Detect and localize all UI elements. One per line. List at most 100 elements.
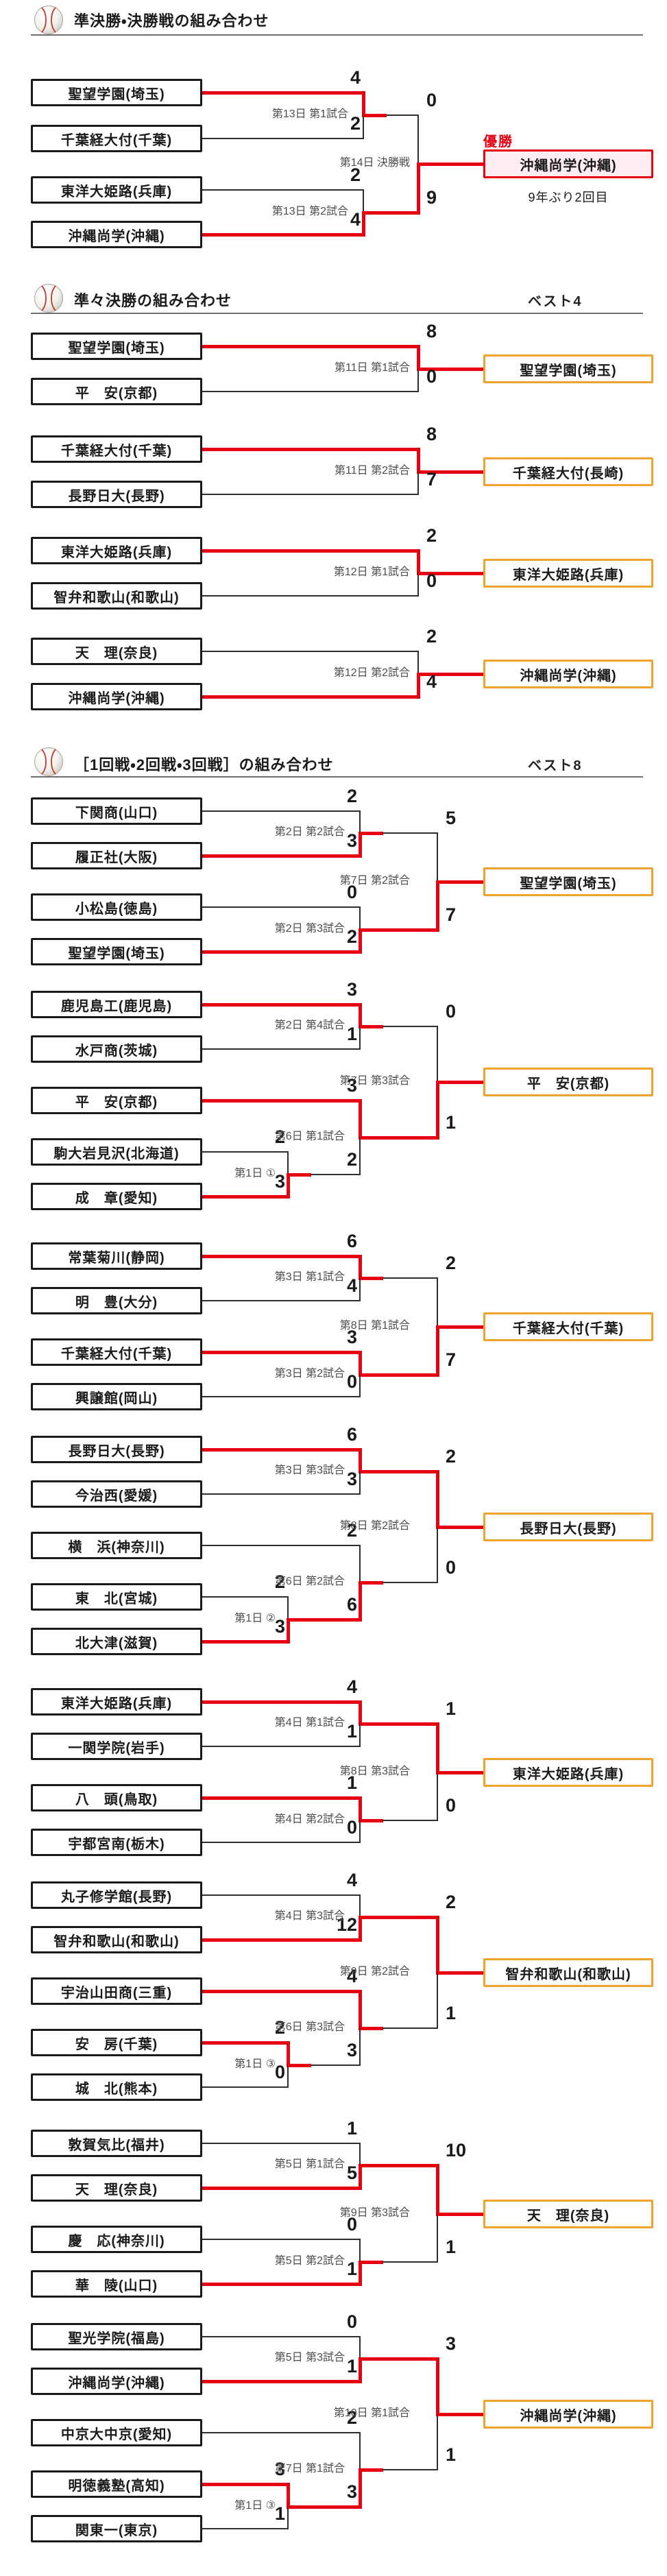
bracket-line <box>202 2379 360 2383</box>
bracket-line <box>437 1770 483 1774</box>
bracket-line <box>418 162 483 166</box>
score: 3 <box>346 979 357 1000</box>
match-label: 第13日 第1試合 <box>271 108 348 120</box>
bracket-line <box>202 595 418 597</box>
score: 6 <box>346 1424 357 1445</box>
team-box: 千葉経大付(千葉) <box>31 125 202 152</box>
bracket-line <box>359 2239 361 2263</box>
bracket-line <box>288 1617 360 1622</box>
bracket-line <box>359 810 361 834</box>
score: 1 <box>346 1772 357 1793</box>
score: 2 <box>274 1572 285 1592</box>
bracket-line <box>202 1254 360 1258</box>
team-box: 千葉経大付(千葉) <box>31 1338 202 1366</box>
bracket-line <box>383 832 437 834</box>
advancing-team-box: 沖縄尚学(沖縄) <box>483 2400 653 2429</box>
score: 2 <box>446 1892 457 1912</box>
score: 2 <box>426 525 437 546</box>
bracket-line <box>202 2239 360 2240</box>
score: 12 <box>336 1914 357 1935</box>
team-box: 沖縄尚学(沖縄) <box>31 221 202 248</box>
bracket-line <box>358 1915 362 1942</box>
bracket-line <box>202 1894 360 1896</box>
bracket-line <box>359 2336 361 2359</box>
bracket-line <box>287 1151 289 1175</box>
match-label: 第5日 第2試合 <box>274 2255 345 2267</box>
match-label: 第9日 第3試合 <box>339 2207 410 2219</box>
bracket-line <box>286 2041 290 2067</box>
bracket-line <box>202 1545 360 1546</box>
bracket-line <box>358 1254 362 1280</box>
score: 0 <box>346 1371 357 1392</box>
bracket-line <box>202 810 360 812</box>
bracket-line <box>418 470 483 474</box>
team-box: 天 理(奈良) <box>31 2174 202 2202</box>
score: 2 <box>446 1446 457 1467</box>
score: 2 <box>274 2017 285 2038</box>
match-label: 第6日 第1試合 <box>274 1131 345 1142</box>
team-box: 東 北(宮城) <box>31 1583 202 1611</box>
match-label: 第3日 第3試合 <box>274 1465 345 1476</box>
score: 1 <box>346 2118 357 2139</box>
bracket-line <box>360 2357 437 2361</box>
bracket-line <box>437 1772 438 1821</box>
bracket-line <box>435 1469 439 1529</box>
advancing-team-box: 平 安(京都) <box>483 1068 653 1096</box>
bracket-line <box>437 1525 483 1529</box>
team-box: 城 北(熊本) <box>31 2073 202 2101</box>
team-box: 宇治山田商(三重) <box>31 1977 202 2005</box>
bracket-line <box>202 189 363 191</box>
score: 4 <box>346 1966 357 1986</box>
score: 7 <box>446 1349 457 1370</box>
bracket-line <box>435 1080 439 1140</box>
bracket-line <box>416 549 420 575</box>
bracket-line <box>202 2432 360 2433</box>
score: 10 <box>446 2140 467 2160</box>
bracket-line <box>287 2065 289 2088</box>
match-label: 第1日 ② <box>234 1613 276 1624</box>
score: 0 <box>426 90 437 110</box>
score: 3 <box>346 830 357 851</box>
bracket-line <box>202 695 418 699</box>
bracket-line <box>358 2357 362 2383</box>
bracket-line <box>202 1639 288 1644</box>
bracket-line <box>360 2468 383 2472</box>
bracket-line <box>358 1989 362 2030</box>
bracket-line <box>202 494 418 495</box>
bracket-line <box>437 2414 438 2470</box>
bracket-line <box>359 1374 361 1397</box>
bracket-line <box>437 1972 438 2029</box>
match-label: 第7日 第2試合 <box>339 875 410 887</box>
bracket-line <box>360 2026 383 2030</box>
score: 2 <box>346 926 357 947</box>
team-box: 北大津(滋賀) <box>31 1628 202 1655</box>
bracket-line <box>383 2261 437 2263</box>
advancing-team-box: 聖望学園(埼玉) <box>483 867 653 896</box>
team-box: 華 陵(山口) <box>31 2270 202 2298</box>
score: 5 <box>346 2163 357 2183</box>
bracket-line <box>359 2143 361 2166</box>
bracket-line <box>383 1277 437 1279</box>
team-box: 聖望学園(埼玉) <box>31 333 202 360</box>
bracket-line <box>202 1842 360 1843</box>
bracket-line <box>359 1137 361 1175</box>
bracket-line <box>359 2027 361 2066</box>
score: 1 <box>346 2356 357 2376</box>
bracket-line <box>418 367 483 371</box>
champion-note: 9年ぶり2回目 <box>528 191 609 204</box>
bracket-line <box>358 928 362 954</box>
score: 2 <box>350 113 361 134</box>
bracket-line <box>202 2482 288 2486</box>
score: 0 <box>346 2311 357 2332</box>
score: 2 <box>274 1127 285 1147</box>
bracket-line <box>417 651 419 675</box>
bracket-line <box>437 1526 438 1583</box>
bracket-line <box>202 1700 360 1704</box>
bracket-line <box>311 1174 360 1175</box>
score: 7 <box>446 904 457 925</box>
best8-label: ベスト8 <box>528 758 583 773</box>
score: 2 <box>350 165 361 185</box>
advancing-team-box: 長野日大(長野) <box>483 1513 653 1541</box>
match-label: 第5日 第3試合 <box>274 2352 345 2363</box>
advancing-team-box: 東洋大姫路(兵庫) <box>483 559 653 588</box>
